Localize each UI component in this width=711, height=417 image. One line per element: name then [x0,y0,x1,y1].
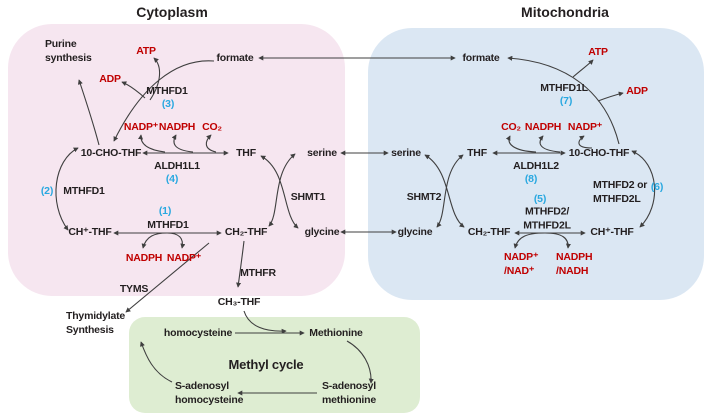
enzyme-tyms: TYMS [119,283,149,295]
metabolite-thf-cyto: THF [236,147,256,159]
metabolite-ch3thf: CH₃-THF [217,296,261,308]
metabolite-s-adenosyl-homocysteine: S-adenosyl homocysteine [175,380,244,406]
step-number-6: (6) [650,181,664,193]
step-number-2: (2) [40,185,54,197]
step-number-1: (1) [158,205,172,217]
arrow-shmt2-thf-glycine [436,154,464,228]
metabolite-glycine-cyto: glycine [304,226,340,238]
step-number-7: (7) [559,95,573,107]
metabolite-methionine: Methionine [309,327,363,339]
cofactor-nadp-cyto: NADP⁺ [123,121,159,133]
arrow-mthfr [236,240,245,288]
cofactor-nadp-mito: NADP⁺ [567,121,603,133]
arrow-shmt1-serine-ch2 [268,153,296,227]
arrow-cyto-chothf-chthf [55,147,79,231]
arrow-mito-atp [572,59,594,78]
cofactor-co2-cyto: CO₂ [202,121,222,133]
metabolite-homocysteine: homocysteine [163,327,233,339]
metabolite-serine-cyto: serine [307,147,337,159]
arrow-mito-co2-arc [505,135,537,153]
enzyme-mthfr: MTHFR [240,267,276,279]
arrow-mito-nadp-arc [578,135,593,149]
enzyme-mthfd2-slash-mthfd2l: MTHFD2/ MTHFD2L [523,205,571,232]
enzyme-mthfd1-dehydrogenase: MTHFD1 [147,219,189,231]
methyl-cycle-title: Methyl cycle [228,357,304,372]
enzyme-mthfd1-synthetase: MTHFD1 [146,85,188,97]
enzyme-mthfd1l: MTHFD1L [540,82,588,94]
label-formate-mito: formate [462,52,500,64]
enzyme-aldh1l1: ALDH1L1 [154,160,200,172]
cofactor-adp-cyto: ADP [99,73,121,85]
metabolite-10chothf-cyto: 10-CHO-THF [80,147,142,159]
arrow-mito-nadph-arc [538,135,561,153]
cofactor-nadph2-cyto: NADPH [125,252,163,264]
mitochondria-title: Mitochondria [521,4,609,20]
arrow-tyms [125,242,210,313]
cofactor-co2-mito: CO₂ [501,121,521,133]
metabolite-10chothf-mito: 10-CHO-THF [568,147,630,159]
metabolite-s-adenosyl-methionine: S-adenosyl methionine [322,380,377,406]
enzyme-aldh1l2: ALDH1L2 [513,160,559,172]
label-purine-synthesis: Purine synthesis [45,38,92,64]
cofactor-adp-mito: ADP [626,85,648,97]
arrow-ch3thf-to-methionine [243,310,287,334]
label-thymidylate-synthesis: Thymidylate Synthesis [66,310,126,336]
arrow-mito-chthf-chothf [631,150,656,228]
metabolite-ch2thf-cyto: CH₂-THF [224,226,268,238]
metabolite-thf-mito: THF [467,147,487,159]
metabolite-serine-mito: serine [391,147,421,159]
arrow-cyto-nadph-arc [171,134,194,153]
arrow-cyto-atp [149,57,161,101]
enzyme-shmt1: SHMT1 [290,191,326,203]
metabolite-ch2thf-mito: CH₂-THF [467,226,511,238]
step-number-3: (3) [161,98,175,110]
cofactor-atp-cyto: ATP [136,45,156,57]
arrow-mito-nad-arc [513,232,571,249]
enzyme-mthfd2-or-mthfd2l: MTHFD2 or MTHFD2L [593,179,648,205]
arrow-cyto-nadp-arc [138,134,166,153]
metabolite-glycine-mito: glycine [397,226,433,238]
enzyme-mthfd1-cyclohydrolase: MTHFD1 [63,185,105,197]
cofactor-nadp-nad-mito: NADP⁺ /NAD⁺ [504,251,539,277]
arrow-cyto-adp [121,81,146,99]
arrow-cyto-nadph-nadp-arc [141,232,186,249]
step-number-5: (5) [533,193,547,205]
metabolite-chthf-cyto: CH⁺-THF [68,226,112,238]
arrow-mito-chothf-to-formate [507,55,620,145]
cofactor-nadp2-cyto: NADP⁺ [166,252,202,264]
cofactor-nadph-cyto: NADPH [158,121,196,133]
cofactor-atp-mito: ATP [588,46,608,58]
step-number-4: (4) [165,173,179,185]
arrow-sah-homocysteine [140,341,173,383]
step-number-8: (8) [524,173,538,185]
mitochondria-region [368,28,704,300]
cofactor-nadph-mito: NADPH [524,121,562,133]
metabolite-chthf-mito: CH⁺-THF [590,226,634,238]
arrow-mito-adp [597,91,624,102]
cytoplasm-title: Cytoplasm [136,4,208,20]
cofactor-nadph-nadh-mito: NADPH /NADH [556,251,593,277]
arrow-purine-synthesis [77,79,100,146]
arrow-cyto-co2-arc [205,134,217,153]
arrow-methionine-sam [346,340,374,384]
label-formate-cyto: formate [216,52,254,64]
enzyme-shmt2: SHMT2 [406,191,442,203]
